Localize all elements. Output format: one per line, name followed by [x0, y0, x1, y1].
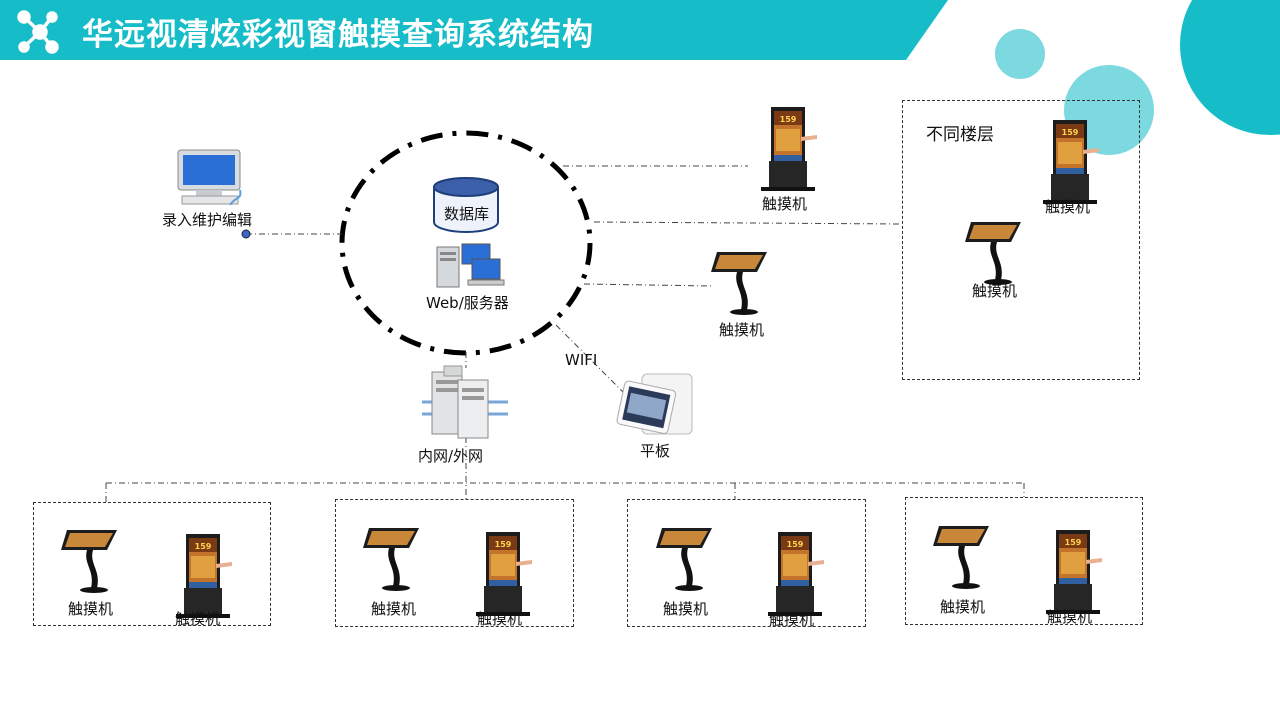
floors-label: 不同楼层 — [926, 125, 994, 145]
kiosk-label: 触摸机 — [719, 321, 765, 339]
kiosk-label: 触摸机 — [1047, 608, 1093, 626]
kiosk-group-3 — [627, 499, 866, 627]
kiosk-label: 触摸机 — [68, 600, 114, 618]
kiosk-group-4 — [905, 497, 1143, 625]
network-label: 内网/外网 — [418, 447, 484, 465]
kiosk-label: 触摸机 — [769, 611, 815, 629]
server-label: Web/服务器 — [426, 294, 509, 312]
kiosk-label: 触摸机 — [477, 610, 523, 628]
decorative-circles — [995, 0, 1280, 155]
kiosk-group-1 — [33, 502, 271, 626]
kiosk-label: 触摸机 — [663, 600, 709, 618]
page-title: 华远视清炫彩视窗触摸查询系统结构 — [82, 17, 594, 53]
kiosk-label: 触摸机 — [940, 598, 986, 616]
computer-icon — [177, 149, 242, 206]
server-cloud-ring — [339, 130, 593, 356]
kiosk-label: 触摸机 — [175, 610, 221, 628]
network-servers-icon — [422, 365, 508, 439]
network-logo-icon — [17, 10, 59, 54]
editor-label: 录入维护编辑 — [162, 211, 253, 229]
web-server-icon — [436, 243, 505, 288]
wifi-label: WIFI — [565, 351, 598, 369]
kiosk-label: 触摸机 — [371, 600, 417, 618]
kiosk-label: 触摸机 — [1045, 198, 1091, 216]
header-bar — [0, 0, 948, 60]
kiosk-label: 触摸机 — [762, 195, 808, 213]
editor-connector-dot — [241, 229, 251, 239]
tablet-label: 平板 — [640, 442, 671, 460]
database-label: 数据库 — [444, 205, 490, 223]
kiosk-label: 触摸机 — [972, 282, 1018, 300]
floors-zone — [902, 100, 1140, 380]
kiosk-group-2 — [335, 499, 574, 627]
tablet-icon — [616, 373, 693, 435]
database-icon — [433, 177, 499, 233]
